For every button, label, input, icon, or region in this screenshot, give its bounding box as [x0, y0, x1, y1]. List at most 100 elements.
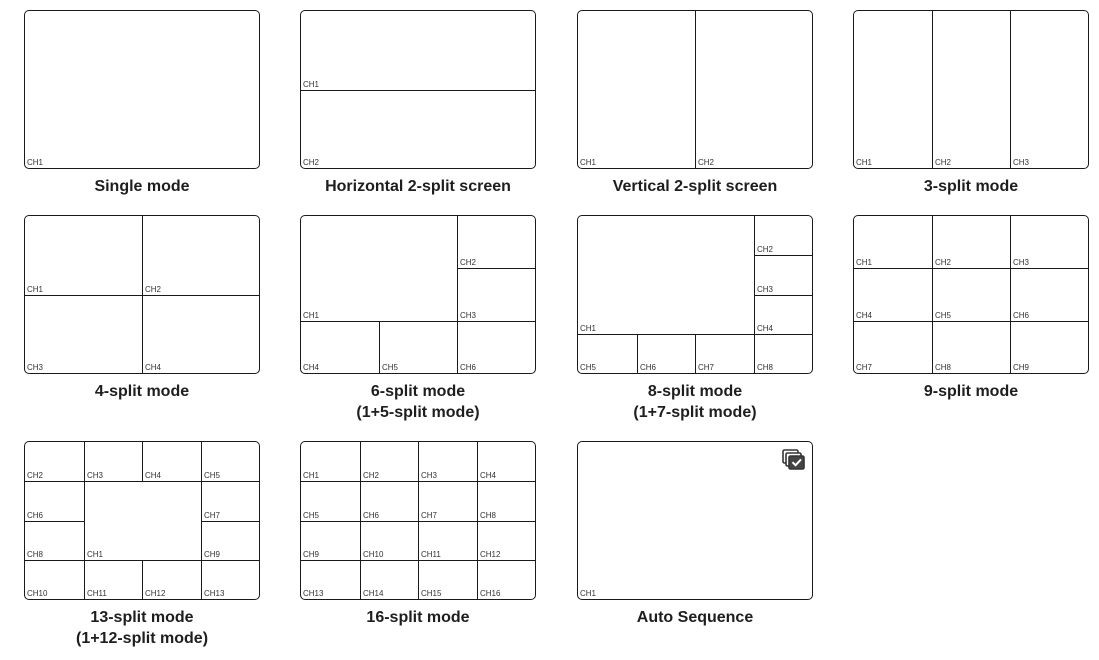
channel-pane: CH1 [301, 11, 535, 90]
channel-label: CH10 [27, 589, 48, 598]
split-screen-4: CH1 CH2 CH3 [853, 10, 1089, 169]
channel-pane: CH4 [142, 295, 259, 373]
channel-label: CH10 [363, 550, 384, 559]
channel-label: CH14 [363, 589, 384, 598]
channel-label: CH8 [757, 363, 774, 372]
channel-label: CH6 [1013, 311, 1030, 320]
channel-label: CH3 [460, 311, 477, 320]
split-screen-3: CH1 CH2 [577, 10, 813, 169]
channel-label: CH3 [87, 471, 104, 480]
channel-pane: CH9 [201, 521, 259, 560]
channel-pane: CH6 [637, 334, 695, 373]
channel-pane: CH6 [25, 481, 84, 521]
split-screen-1: CH1 [24, 10, 260, 169]
channel-pane: CH16 [477, 560, 535, 599]
channel-label: CH11 [87, 589, 107, 598]
channel-pane: CH14 [360, 560, 418, 599]
channel-label: CH2 [27, 471, 44, 480]
channel-pane: CH2 [25, 442, 84, 481]
channel-pane: CH1 [84, 481, 201, 560]
mode-caption: Vertical 2-split screen [575, 176, 815, 197]
channel-pane: CH7 [418, 481, 477, 521]
channel-pane: CH9 [301, 521, 360, 560]
channel-label: CH1 [303, 311, 320, 320]
channel-label: CH4 [145, 363, 162, 372]
channel-pane: CH5 [932, 268, 1010, 321]
channel-label: CH2 [935, 158, 952, 167]
channel-label: CH1 [87, 550, 104, 559]
channel-label: CH2 [935, 258, 952, 267]
channel-label: CH13 [204, 589, 225, 598]
channel-label: CH9 [1013, 363, 1030, 372]
channel-pane: CH6 [457, 321, 535, 373]
channel-label: CH7 [698, 363, 715, 372]
channel-label: CH3 [1013, 158, 1030, 167]
mode-caption-line: Horizontal 2-split screen [325, 178, 511, 195]
channel-pane: CH3 [84, 442, 142, 481]
channel-label: CH1 [303, 80, 320, 89]
sequence-icon [782, 449, 805, 470]
channel-label: CH7 [204, 511, 221, 520]
channel-label: CH4 [856, 311, 873, 320]
channel-pane: CH4 [301, 321, 379, 373]
channel-pane: CH7 [854, 321, 932, 373]
channel-pane: CH5 [201, 442, 259, 481]
channel-label: CH9 [204, 550, 221, 559]
channel-pane: CH2 [754, 216, 812, 255]
channel-label: CH7 [421, 511, 438, 520]
channel-label: CH2 [460, 258, 477, 267]
channel-label: CH12 [480, 550, 501, 559]
channel-label: CH2 [145, 285, 162, 294]
mode-caption: 3-split mode [851, 176, 1091, 197]
channel-label: CH16 [480, 589, 501, 598]
channel-pane: CH10 [25, 560, 84, 599]
channel-label: CH2 [363, 471, 380, 480]
channel-pane: CH2 [932, 11, 1010, 168]
channel-label: CH1 [580, 158, 597, 167]
mode-caption-line: 8-split mode [647, 383, 743, 400]
mode-caption: 16-split mode [298, 607, 538, 628]
channel-pane: CH3 [457, 268, 535, 321]
channel-label: CH5 [303, 511, 320, 520]
channel-pane: CH3 [754, 255, 812, 295]
channel-label: CH4 [145, 471, 162, 480]
channel-label: CH2 [303, 158, 320, 167]
channel-label: CH6 [363, 511, 380, 520]
channel-pane: CH8 [25, 521, 84, 560]
channel-label: CH4 [480, 471, 497, 480]
channel-label: CH8 [27, 550, 44, 559]
channel-label: CH1 [856, 158, 873, 167]
channel-pane: CH8 [477, 481, 535, 521]
mode-caption-line: 9-split mode [923, 383, 1019, 400]
channel-pane: CH3 [418, 442, 477, 481]
channel-pane: CH10 [360, 521, 418, 560]
channel-pane: CH12 [477, 521, 535, 560]
channel-pane: CH1 [25, 216, 142, 295]
channel-pane: CH11 [84, 560, 142, 599]
channel-pane: CH6 [1010, 268, 1088, 321]
channel-label: CH7 [856, 363, 873, 372]
channel-pane: CH12 [142, 560, 201, 599]
channel-pane: CH2 [301, 90, 535, 168]
channel-pane: CH5 [578, 334, 637, 373]
channel-pane: CH3 [1010, 216, 1088, 268]
channel-pane: CH13 [201, 560, 259, 599]
channel-label: CH1 [856, 258, 873, 267]
channel-pane: CH1 [578, 11, 695, 168]
channel-label: CH1 [27, 158, 44, 167]
channel-label: CH1 [27, 285, 44, 294]
channel-label: CH12 [145, 589, 166, 598]
channel-label: CH5 [935, 311, 952, 320]
channel-pane: CH7 [201, 481, 259, 521]
channel-pane: CH2 [360, 442, 418, 481]
mode-caption-line: 16-split mode [366, 609, 470, 626]
channel-label: CH4 [757, 324, 774, 333]
channel-label: CH2 [698, 158, 715, 167]
mode-caption: 8-split mode(1+7-split mode) [575, 381, 815, 423]
mode-caption-line: Vertical 2-split screen [612, 178, 778, 195]
